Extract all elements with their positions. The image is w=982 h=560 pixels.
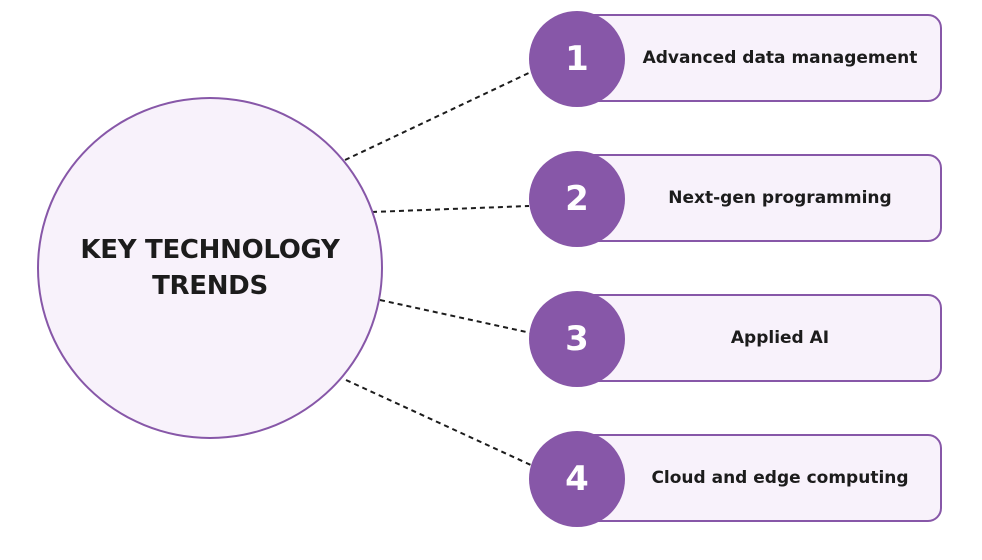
connector-line-3 [379, 299, 532, 334]
trend-label: Next-gen programming [668, 188, 892, 208]
trend-card-3: Applied AI [578, 294, 942, 382]
trend-number-badge-2: 2 [529, 151, 625, 247]
trend-card-1: Advanced data management [578, 14, 942, 102]
trend-card-4: Cloud and edge computing [578, 434, 942, 522]
hub-title: KEY TECHNOLOGY TRENDS [80, 235, 340, 301]
trend-label: Applied AI [730, 328, 830, 348]
trend-label: Cloud and edge computing [651, 468, 909, 488]
connector-line-1 [344, 70, 534, 161]
trend-card-2: Next-gen programming [578, 154, 942, 242]
trend-number: 4 [565, 459, 589, 499]
central-hub: KEY TECHNOLOGY TRENDS [37, 97, 383, 439]
trend-number: 3 [565, 319, 589, 359]
trend-number-badge-3: 3 [529, 291, 625, 387]
trend-number-badge-1: 1 [529, 11, 625, 107]
trend-number: 1 [565, 39, 589, 79]
trend-number-badge-4: 4 [529, 431, 625, 527]
connector-line-2 [371, 205, 530, 213]
connector-line-4 [345, 379, 534, 467]
trend-label: Advanced data management [642, 48, 918, 68]
trend-number: 2 [565, 179, 589, 219]
